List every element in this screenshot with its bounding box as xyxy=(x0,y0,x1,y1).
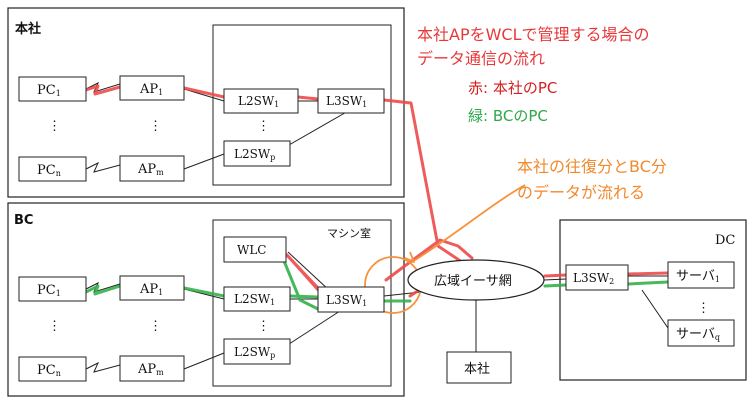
svg-text:L2SWp: L2SWp xyxy=(234,345,275,360)
dc-server-ellipsis: ⋮ xyxy=(697,301,710,316)
dc-site-label: DC xyxy=(715,233,735,248)
legend-red: 赤: 本社のPC xyxy=(468,79,557,97)
svg-text:L3SW1: L3SW1 xyxy=(326,94,367,109)
bc-site-label: BC xyxy=(14,213,33,228)
hq-site-label: 本社 xyxy=(15,21,41,37)
svg-text:APm: APm xyxy=(137,362,164,377)
hq-l3sw-1: L3SW1 xyxy=(317,88,385,114)
hq-l2sw-1: L2SW1 xyxy=(223,88,299,114)
svg-text:L3SW1: L3SW1 xyxy=(326,293,367,308)
svg-text:L2SW1: L2SW1 xyxy=(234,292,275,307)
hq-ap-ellipsis: ⋮ xyxy=(149,119,162,134)
annotation-note-line2: のデータが流れる xyxy=(517,183,645,202)
svg-text:サーバ1: サーバ1 xyxy=(676,269,720,284)
hq-ap-1: AP1 xyxy=(119,75,185,101)
svg-text:本社: 本社 xyxy=(464,361,490,377)
dc-server-q: サーバq xyxy=(667,319,735,347)
svg-text:L3SW2: L3SW2 xyxy=(573,271,614,286)
bc-wlc: WLC xyxy=(223,236,287,263)
hq-l2sw-ellipsis: ⋮ xyxy=(257,119,270,134)
bc-pc-n: PCn xyxy=(18,356,87,382)
bc-ap-1: AP1 xyxy=(119,275,185,301)
hq-l2sw-p: L2SWp xyxy=(223,140,291,167)
svg-text:PCn: PCn xyxy=(37,363,61,378)
svg-text:AP1: AP1 xyxy=(139,282,163,297)
bc-pc-ellipsis: ⋮ xyxy=(48,319,61,334)
svg-text:PC1: PC1 xyxy=(37,83,61,98)
hq-pc-ellipsis: ⋮ xyxy=(48,119,61,134)
svg-text:APm: APm xyxy=(137,162,164,177)
svg-text:L2SWp: L2SWp xyxy=(234,147,275,162)
annotation-note-line1: 本社の往復分とBC分 xyxy=(517,157,667,176)
hq-equipment-frame xyxy=(212,24,392,186)
bc-ap-m: APm xyxy=(119,355,185,382)
machine-room-label: マシン室 xyxy=(327,226,371,240)
bc-l2sw-p: L2SWp xyxy=(223,338,291,365)
bc-pc-1: PC1 xyxy=(18,276,87,302)
bc-machine-room-frame xyxy=(212,219,392,387)
wan-dc-links xyxy=(475,275,671,352)
svg-text:PC1: PC1 xyxy=(37,283,61,298)
svg-text:AP1: AP1 xyxy=(139,82,163,97)
hq-node: 本社 xyxy=(446,351,512,384)
svg-text:WLC: WLC xyxy=(237,243,266,257)
dc-l3sw-2: L3SW2 xyxy=(565,264,629,291)
svg-text:サーバq: サーバq xyxy=(676,327,720,342)
bc-l2sw-ellipsis: ⋮ xyxy=(257,319,270,334)
svg-text:広域イーサ網: 広域イーサ網 xyxy=(434,274,512,289)
wide-area-ethernet: 広域イーサ網 xyxy=(407,259,545,301)
dc-site-frame xyxy=(559,219,747,381)
green-flow-path xyxy=(84,254,670,312)
annotation-title-line1: 本社APをWCLで管理する場合の xyxy=(417,25,650,44)
bc-l3sw-1: L3SW1 xyxy=(317,286,385,313)
bc-ap-ellipsis: ⋮ xyxy=(149,319,162,334)
hq-pc-1: PC1 xyxy=(18,76,87,102)
bc-l2sw-1: L2SW1 xyxy=(223,286,291,312)
legend-green: 緑: BCのPC xyxy=(468,107,548,125)
hq-pc-n: PCn xyxy=(18,156,87,182)
hq-ap-m: APm xyxy=(119,155,185,182)
svg-text:L2SW1: L2SW1 xyxy=(238,94,279,109)
annotation-title-line2: データ通信の流れ xyxy=(417,49,545,68)
dc-server-1: サーバ1 xyxy=(667,261,735,289)
svg-text:PCn: PCn xyxy=(37,163,61,178)
